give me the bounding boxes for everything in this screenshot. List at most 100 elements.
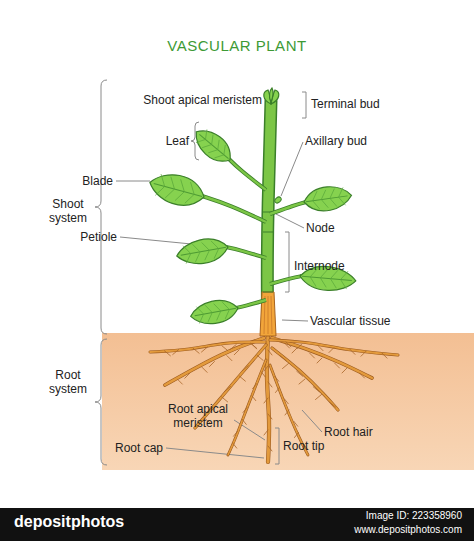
root-hair <box>317 358 322 363</box>
root-hair <box>185 373 190 378</box>
root-hair <box>360 373 365 378</box>
root-hair <box>330 402 336 407</box>
vein <box>211 240 219 250</box>
vein <box>222 301 229 310</box>
leaf-blade <box>146 168 208 211</box>
root-hair <box>264 366 268 371</box>
region-label: Shoot system <box>38 197 98 225</box>
label: Root cap <box>115 441 163 455</box>
root-hair <box>177 379 182 384</box>
root-hair <box>342 368 347 373</box>
vein <box>202 241 210 251</box>
root-hair <box>280 356 286 361</box>
vein <box>337 187 344 197</box>
watermark: depositphotos <box>14 515 124 529</box>
leader-lines <box>95 80 322 465</box>
vein <box>185 254 193 264</box>
root-hair <box>210 362 215 367</box>
root-hair <box>294 421 298 426</box>
root-hair <box>225 387 231 392</box>
root-hair <box>310 353 315 358</box>
root-hair <box>222 397 228 402</box>
vein <box>320 278 327 288</box>
root-hair <box>285 343 290 348</box>
root-hair <box>286 342 291 347</box>
shoot-brace <box>95 80 107 334</box>
leader-line <box>276 214 304 228</box>
root-hair <box>313 387 319 392</box>
vein <box>196 136 206 146</box>
label: Node <box>306 221 335 235</box>
vein <box>321 199 328 209</box>
petiole <box>202 196 266 222</box>
vein <box>313 200 320 210</box>
vein <box>155 185 164 197</box>
vein <box>185 193 194 205</box>
root-hair <box>261 372 265 377</box>
label: Petiole <box>80 230 117 244</box>
roots <box>150 334 398 462</box>
root-hair <box>285 410 289 415</box>
root-hair <box>243 408 247 413</box>
root-brace <box>95 339 107 465</box>
vein <box>215 311 222 320</box>
root <box>150 342 265 352</box>
root-hair <box>164 351 170 356</box>
leader-line <box>302 410 322 432</box>
watermark-bar <box>0 508 474 541</box>
vein <box>203 250 211 260</box>
vein <box>220 145 230 155</box>
leaf <box>175 235 230 267</box>
bud-bracket <box>302 92 306 118</box>
root-tip-bracket <box>275 428 279 464</box>
root-hair <box>268 414 272 419</box>
vein <box>330 198 337 208</box>
root-hair <box>329 348 334 353</box>
root-hair <box>275 376 279 381</box>
vascular-strand <box>271 296 272 334</box>
leaf-blade <box>175 235 230 267</box>
root-hair <box>335 363 340 368</box>
root-hair <box>284 399 288 404</box>
root-hair <box>283 364 289 369</box>
vein <box>201 130 211 140</box>
vein <box>208 146 218 156</box>
petiole <box>228 158 266 190</box>
leaf <box>146 168 208 211</box>
petiole <box>236 300 266 308</box>
root-hair <box>268 350 272 355</box>
root-hair <box>234 431 238 436</box>
leaf <box>302 184 353 214</box>
root-hair <box>252 396 256 401</box>
vein <box>329 189 336 199</box>
petiole <box>202 196 266 222</box>
axillary-bud <box>274 196 283 204</box>
root-hair <box>251 343 257 348</box>
root-hair <box>268 382 272 387</box>
petiole <box>228 158 266 190</box>
title: VASCULAR PLANT <box>0 37 474 54</box>
root-hair <box>268 446 272 451</box>
vein <box>213 249 221 259</box>
leader-line <box>281 142 303 196</box>
petiole <box>270 202 306 214</box>
label: Internode <box>294 259 345 273</box>
vascular-strand <box>268 296 269 334</box>
root-hair <box>316 395 322 400</box>
leaf <box>189 297 240 327</box>
leaf-blade <box>189 297 240 327</box>
root-hair <box>239 376 245 381</box>
label: Root tip <box>283 439 324 453</box>
root-hair <box>233 443 237 448</box>
stem-node <box>263 232 273 233</box>
root <box>228 360 266 455</box>
root-hair <box>173 350 179 355</box>
vein <box>183 245 191 255</box>
vein <box>175 190 184 202</box>
root-hair <box>253 384 257 389</box>
vein <box>192 243 200 253</box>
midrib <box>154 184 202 197</box>
